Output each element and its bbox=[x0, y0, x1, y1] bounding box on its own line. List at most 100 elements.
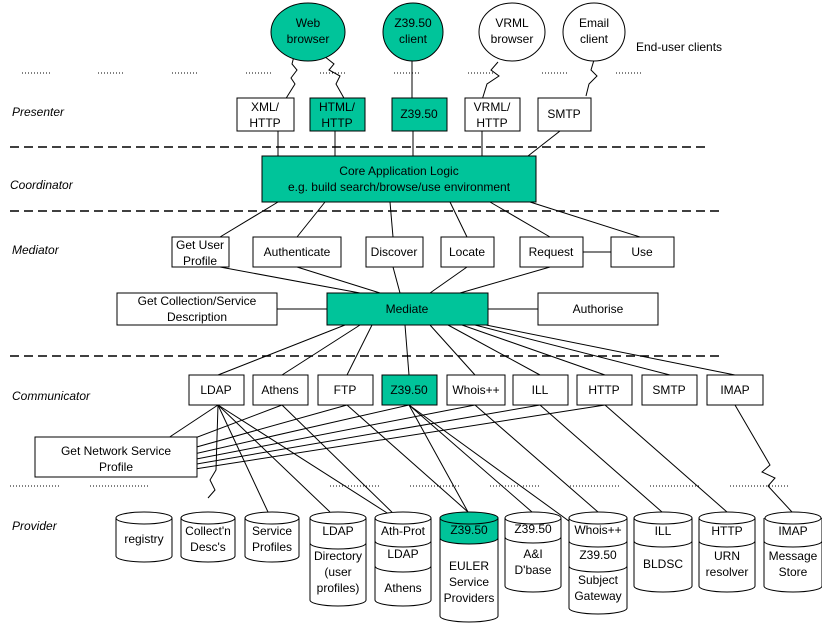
end-user-clients-caption: End-user clients bbox=[636, 40, 722, 54]
node-label: XML/HTTP bbox=[249, 100, 280, 130]
comm-ldap[interactable]: LDAP bbox=[188, 374, 245, 406]
presenter-smtp[interactable]: SMTP bbox=[537, 97, 592, 132]
link-web-html bbox=[323, 55, 346, 101]
layer-labels: Presenter Coordinator Mediator Communica… bbox=[10, 105, 91, 533]
link-web-xml bbox=[284, 55, 298, 101]
communicator-layer: LDAP Athens FTP Z39.50 Whois++ ILL HTTP bbox=[34, 374, 764, 478]
node-label: Athens bbox=[261, 383, 298, 397]
comm-ftp[interactable]: FTP bbox=[317, 374, 374, 406]
presenter-layer-label: Presenter bbox=[12, 105, 65, 119]
comm-imap[interactable]: IMAP bbox=[706, 374, 764, 406]
node-label: HTML/HTTP bbox=[319, 100, 356, 130]
node-label: registry bbox=[124, 532, 163, 546]
communicator-layer-label: Communicator bbox=[12, 389, 91, 403]
provider-athens[interactable]: Ath-Prot LDAP Athens bbox=[374, 511, 432, 607]
discover-box[interactable]: Discover bbox=[365, 236, 424, 268]
node-label: LDAP bbox=[387, 547, 418, 561]
use-box[interactable]: Use bbox=[610, 236, 675, 268]
presenter-z3950[interactable]: Z39.50 bbox=[391, 97, 448, 132]
link-vrml bbox=[481, 61, 500, 101]
comm-ill[interactable]: ILL bbox=[512, 374, 569, 406]
node-label: Mediate bbox=[386, 302, 429, 316]
presenter-vrml-http[interactable]: VRML/HTTP bbox=[464, 97, 521, 132]
node-label: HTTP bbox=[711, 524, 742, 538]
node-label: LDAP bbox=[322, 524, 353, 538]
locate-box[interactable]: Locate bbox=[440, 236, 495, 268]
coordinator-layer-label: Coordinator bbox=[10, 178, 74, 192]
provider-layer-label: Provider bbox=[12, 519, 58, 533]
node-label: Whois++ bbox=[574, 523, 621, 537]
mediator-layer-label: Mediator bbox=[12, 243, 60, 257]
node-label: Request bbox=[529, 245, 574, 259]
node-label: HTTP bbox=[588, 383, 619, 397]
node-label: ILL bbox=[532, 383, 549, 397]
node-label: SMTP bbox=[547, 107, 580, 121]
presenter-html-http[interactable]: HTML/HTTP bbox=[309, 97, 366, 132]
comm-http[interactable]: HTTP bbox=[576, 374, 633, 406]
node-label: Authenticate bbox=[264, 245, 331, 259]
presenter-layer: XML/HTTP HTML/HTTP Z39.50 VRML/HTTP SMTP bbox=[236, 97, 592, 132]
node-label: ILL bbox=[655, 524, 672, 538]
request-box[interactable]: Request bbox=[519, 236, 584, 268]
node-label: VRML/HTTP bbox=[474, 100, 511, 130]
node-label: Z39.50 bbox=[450, 523, 488, 537]
node-label: Authorise bbox=[573, 302, 624, 316]
node-label: Athens bbox=[384, 581, 421, 595]
node-label: BLDSC bbox=[643, 557, 683, 571]
provider-bldsc[interactable]: ILL BLDSC bbox=[633, 511, 693, 593]
node-label: Discover bbox=[371, 245, 418, 259]
comm-athens[interactable]: Athens bbox=[252, 374, 309, 406]
node-label: Whois++ bbox=[452, 383, 499, 397]
comm-smtp[interactable]: SMTP bbox=[641, 374, 698, 406]
node-label: LDAP bbox=[200, 383, 231, 397]
node-label: FTP bbox=[334, 383, 357, 397]
node-label: Z39.50 bbox=[579, 548, 617, 562]
provider-registry[interactable]: registry bbox=[115, 511, 173, 563]
node-label: Ath-Prot bbox=[381, 524, 426, 538]
node-label: Locate bbox=[449, 245, 485, 259]
node-label: Z39.50 bbox=[514, 522, 552, 536]
presenter-xml-http[interactable]: XML/HTTP bbox=[236, 97, 295, 132]
comm-whois[interactable]: Whois++ bbox=[446, 374, 506, 406]
node-label: IMAP bbox=[720, 383, 749, 397]
mediate-box[interactable]: Mediate bbox=[326, 292, 489, 326]
node-label: Z39.50 bbox=[400, 107, 438, 121]
node-label: SMTP bbox=[652, 383, 685, 397]
authenticate-box[interactable]: Authenticate bbox=[252, 236, 342, 268]
node-label: Z39.50 bbox=[390, 383, 428, 397]
authorise-box[interactable]: Authorise bbox=[537, 292, 659, 326]
comm-z3950[interactable]: Z39.50 bbox=[381, 374, 438, 406]
